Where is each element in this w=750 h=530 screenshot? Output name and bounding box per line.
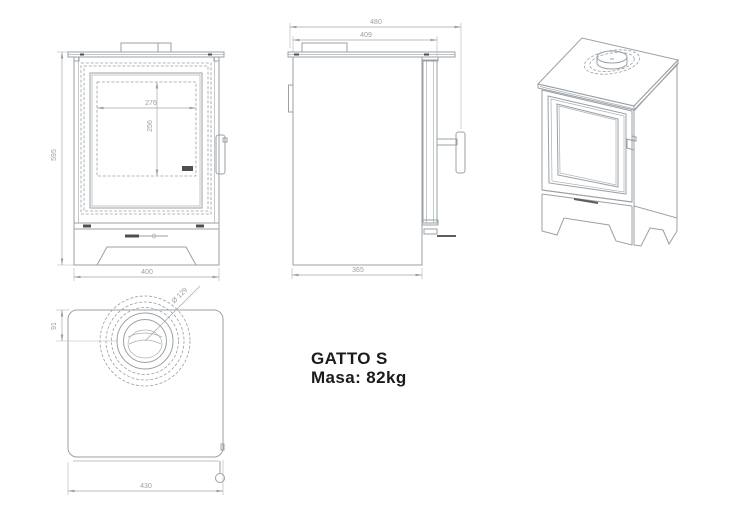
dim-front-height: 595 [51,51,74,266]
flue-connector-side [301,42,348,53]
door-frame-side [421,56,456,237]
top-plate-front [67,51,225,58]
top-plate-side [287,51,456,58]
dim-glass-width-label: 276 [145,100,157,107]
base-front [73,222,220,266]
dim-flue-offset-label: 91 [51,322,58,330]
dim-top-width-label: 430 [140,483,152,490]
dim-side-depth-body: 365 [291,267,423,279]
top-view: Ø 129 91 430 [51,285,225,495]
dim-flue-diameter-label: Ø 129 [171,287,190,306]
flue-connector-front [120,42,172,53]
isometric-view [537,37,679,247]
top-plate-plan [67,309,225,483]
dim-front-width-label: 400 [141,269,153,276]
dim-front-height-label: 595 [51,149,58,161]
dim-top-width: 430 [67,460,224,495]
dim-side-depth-body-label: 365 [352,267,364,274]
dim-side-depth-overall-label: 480 [370,19,382,26]
dim-glass-height-label: 256 [147,120,154,132]
dim-front-width: 400 [73,268,220,281]
dim-flue-diameter: Ø 129 [144,285,201,342]
stove-body-side [288,56,423,266]
dim-side-depth-top: 409 [292,32,438,56]
iso-flue-collar [583,49,641,75]
glass-door-front [89,72,203,209]
dim-side-depth-overall: 480 [289,19,462,129]
dim-side-depth-top-label: 409 [360,32,372,39]
iso-top-plate [537,37,679,112]
iso-side-face [633,62,678,219]
dim-glass-width: 276 [96,100,197,110]
dim-glass-height: 256 [147,81,159,177]
door-handle-side [436,131,466,174]
dim-flue-offset: 91 [51,309,118,342]
product-label: GATTO S Masa: 82kg [311,349,407,387]
logo-plate [182,166,193,171]
handle-knob-plan [215,473,225,483]
iso-base [541,189,678,247]
door-handle-front [215,134,228,175]
side-view: 480 409 365 [287,19,466,279]
product-mass: Masa: 82kg [311,368,407,387]
front-view: 595 400 276 256 [51,42,228,281]
product-name: GATTO S [311,349,388,368]
